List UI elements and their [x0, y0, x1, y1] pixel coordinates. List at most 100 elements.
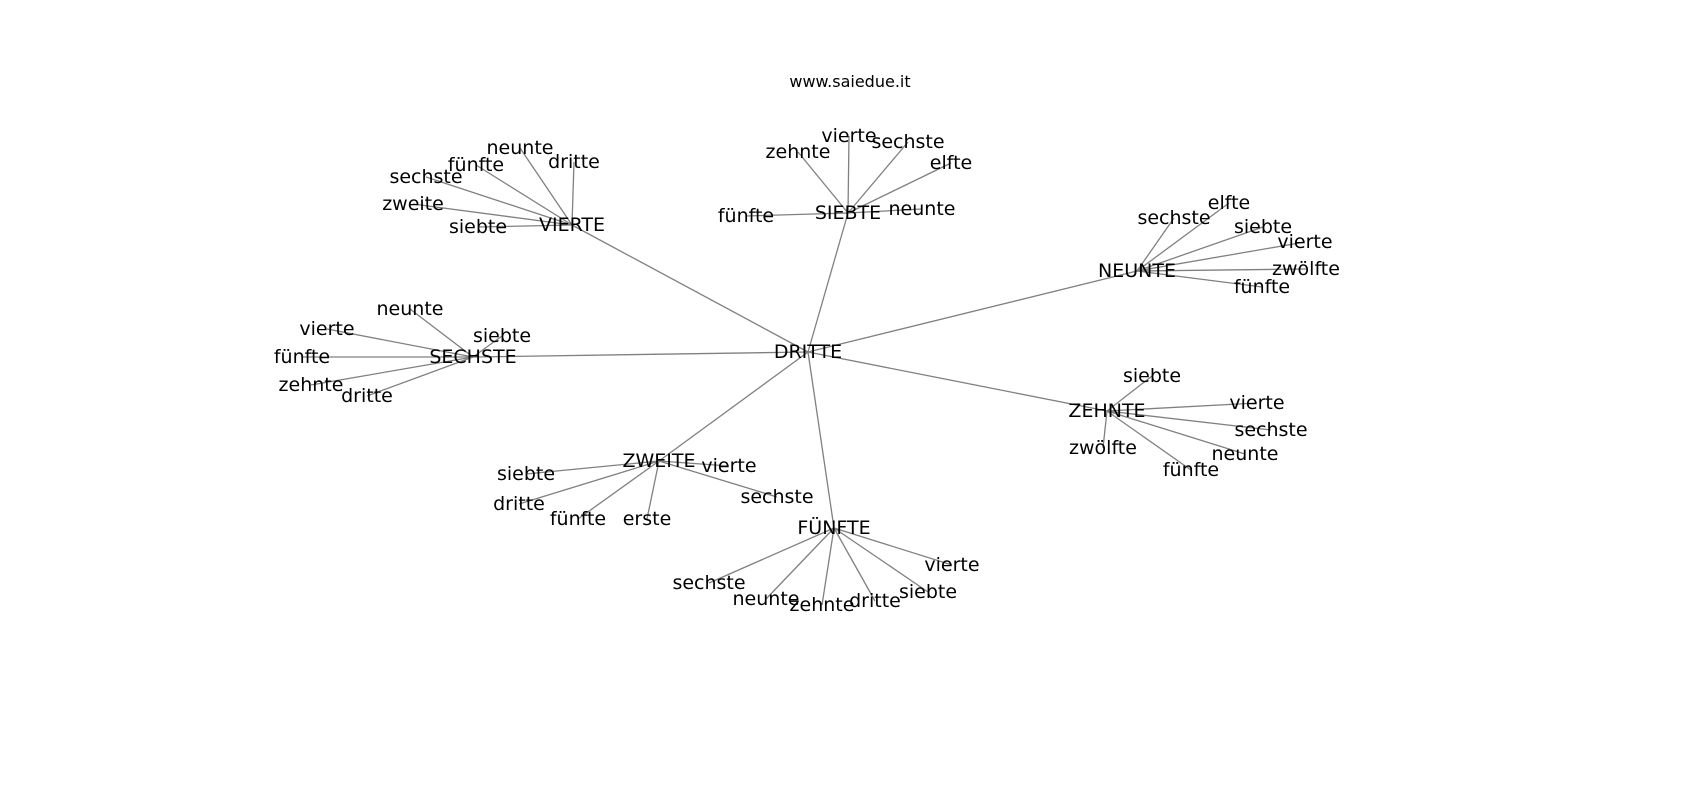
edge-fuenfte-zehnte [821, 527, 835, 606]
edge-fuenfte-neunte [765, 527, 835, 600]
node-leaf-zehnte-sechste: sechste [1234, 419, 1307, 441]
edge-root-sechste [472, 351, 809, 358]
node-leaf-zweite-dritte: dritte [493, 493, 545, 515]
node-hub-zweite: ZWEITE [622, 450, 695, 472]
edge-root-neunte [807, 270, 1138, 353]
edge-neunte-zwoelfte [1136, 268, 1307, 272]
diagram-title: www.saiedue.it [789, 72, 911, 91]
node-leaf-zweite-fuenfte: fünfte [550, 508, 606, 530]
edge-vierte-fuenfte [475, 164, 573, 226]
edge-siebte-fuenfte [745, 212, 849, 217]
edge-fuenfte-sechste [708, 527, 835, 584]
node-leaf-vierte-sechste: sechste [389, 166, 462, 188]
edge-siebte-sechste [847, 141, 909, 214]
edge-root-vierte [571, 224, 809, 353]
node-hub-vierte: VIERTE [539, 214, 605, 236]
node-leaf-siebte-elfte: elfte [930, 152, 972, 174]
edge-zweite-sechste [658, 460, 778, 498]
edge-sechste-zehnte [310, 356, 474, 386]
edge-siebte-neunte [847, 208, 923, 214]
node-root-dritte: DRITTE [774, 341, 842, 363]
edge-sechste-dritte [366, 356, 474, 397]
node-leaf-zehnte-vierte: vierte [1229, 392, 1284, 414]
node-leaf-sechste-zehnte: zehnte [279, 374, 344, 396]
edge-neunte-elfte [1136, 202, 1230, 272]
edge-root-siebte [807, 212, 849, 353]
edge-sechste-neunte [409, 308, 474, 358]
edge-vierte-sechste [425, 176, 573, 226]
node-hub-siebte: SIEBTE [815, 202, 881, 224]
edge-fuenfte-dritte [833, 527, 876, 602]
edge-zweite-siebte [525, 460, 660, 475]
edge-sechste-siebte [472, 335, 503, 358]
node-leaf-sechste-neunte: neunte [377, 298, 444, 320]
edge-vierte-zweite [412, 203, 573, 226]
edge-zweite-dritte [518, 460, 660, 505]
node-leaf-sechste-vierte: vierte [299, 318, 354, 340]
edge-layer [302, 135, 1307, 606]
node-leaf-siebte-vierte: vierte [821, 125, 876, 147]
node-leaf-siebte-fuenfte: fünfte [718, 205, 774, 227]
edge-root-zehnte [807, 351, 1108, 412]
edge-fuenfte-vierte [833, 527, 953, 566]
node-leaf-siebte-sechste: sechste [871, 131, 944, 153]
edge-zehnte-sechste [1106, 410, 1272, 431]
node-hub-neunte: NEUNTE [1098, 260, 1176, 282]
node-leaf-sechste-dritte: dritte [341, 385, 393, 407]
node-leaf-zehnte-zwoelfte: zwölfte [1069, 437, 1137, 459]
node-leaf-zehnte-neunte: neunte [1212, 443, 1279, 465]
node-leaf-siebte-neunte: neunte [889, 198, 956, 220]
edge-zweite-fuenfte [577, 460, 660, 520]
node-leaf-neunte-zwoelfte: zwölfte [1272, 258, 1340, 280]
edge-neunte-fuenfte [1136, 270, 1263, 288]
edge-zweite-vierte [658, 460, 730, 467]
edge-siebte-vierte [847, 135, 850, 214]
edge-siebte-elfte [847, 162, 952, 214]
edge-fuenfte-siebte [833, 527, 929, 593]
edge-vierte-dritte [571, 161, 575, 226]
node-hub-sechste: SECHSTE [429, 346, 516, 368]
node-leaf-vierte-zweite: zweite [382, 193, 444, 215]
edge-zehnte-fuenfte [1106, 410, 1192, 471]
edge-root-zweite [658, 351, 809, 462]
node-leaf-fuenfte-sechste: sechste [672, 572, 745, 594]
node-leaf-vierte-siebte: siebte [449, 216, 507, 238]
node-leaf-fuenfte-vierte: vierte [924, 554, 979, 576]
node-leaf-sechste-fuenfte: fünfte [274, 346, 330, 368]
label-layer: DRITTEVIERTEneuntedrittefünftesechstezwe… [274, 125, 1340, 616]
node-leaf-fuenfte-neunte: neunte [733, 588, 800, 610]
node-hub-zehnte: ZEHNTE [1068, 400, 1145, 422]
node-leaf-neunte-sechste: sechste [1137, 207, 1210, 229]
node-leaf-vierte-dritte: dritte [548, 151, 600, 173]
edge-neunte-siebte [1136, 226, 1264, 272]
node-leaf-fuenfte-siebte: siebte [899, 581, 957, 603]
node-leaf-zweite-siebte: siebte [497, 463, 555, 485]
edge-vierte-neunte [519, 147, 573, 226]
edge-siebte-zehnte [797, 151, 849, 214]
node-leaf-zehnte-siebte: siebte [1123, 365, 1181, 387]
node-leaf-neunte-fuenfte: fünfte [1234, 276, 1290, 298]
node-leaf-vierte-fuenfte: fünfte [448, 154, 504, 176]
node-leaf-zweite-erste: erste [623, 508, 672, 530]
edge-zehnte-zwoelfte [1102, 410, 1108, 449]
node-leaf-fuenfte-dritte: dritte [849, 590, 901, 612]
node-hub-fuenfte: FÜNFTE [797, 516, 870, 539]
node-leaf-siebte-zehnte: zehnte [766, 141, 831, 163]
edge-root-fuenfte [807, 351, 835, 529]
edge-sechste-vierte [326, 328, 474, 358]
edge-neunte-sechste [1136, 217, 1175, 272]
node-leaf-sechste-siebte: siebte [473, 325, 531, 347]
edge-zehnte-neunte [1106, 410, 1246, 455]
node-leaf-neunte-siebte: siebte [1234, 216, 1292, 238]
node-leaf-neunte-elfte: elfte [1208, 192, 1250, 214]
node-leaf-zweite-sechste: sechste [740, 486, 813, 508]
edge-zehnte-vierte [1106, 402, 1258, 412]
edge-vierte-siebte [477, 224, 573, 228]
edge-neunte-vierte [1136, 241, 1306, 272]
node-leaf-zehnte-fuenfte: fünfte [1163, 459, 1219, 481]
edge-zweite-erste [646, 460, 660, 520]
node-leaf-fuenfte-zehnte: zehnte [790, 594, 855, 616]
node-leaf-neunte-vierte: vierte [1277, 231, 1332, 253]
